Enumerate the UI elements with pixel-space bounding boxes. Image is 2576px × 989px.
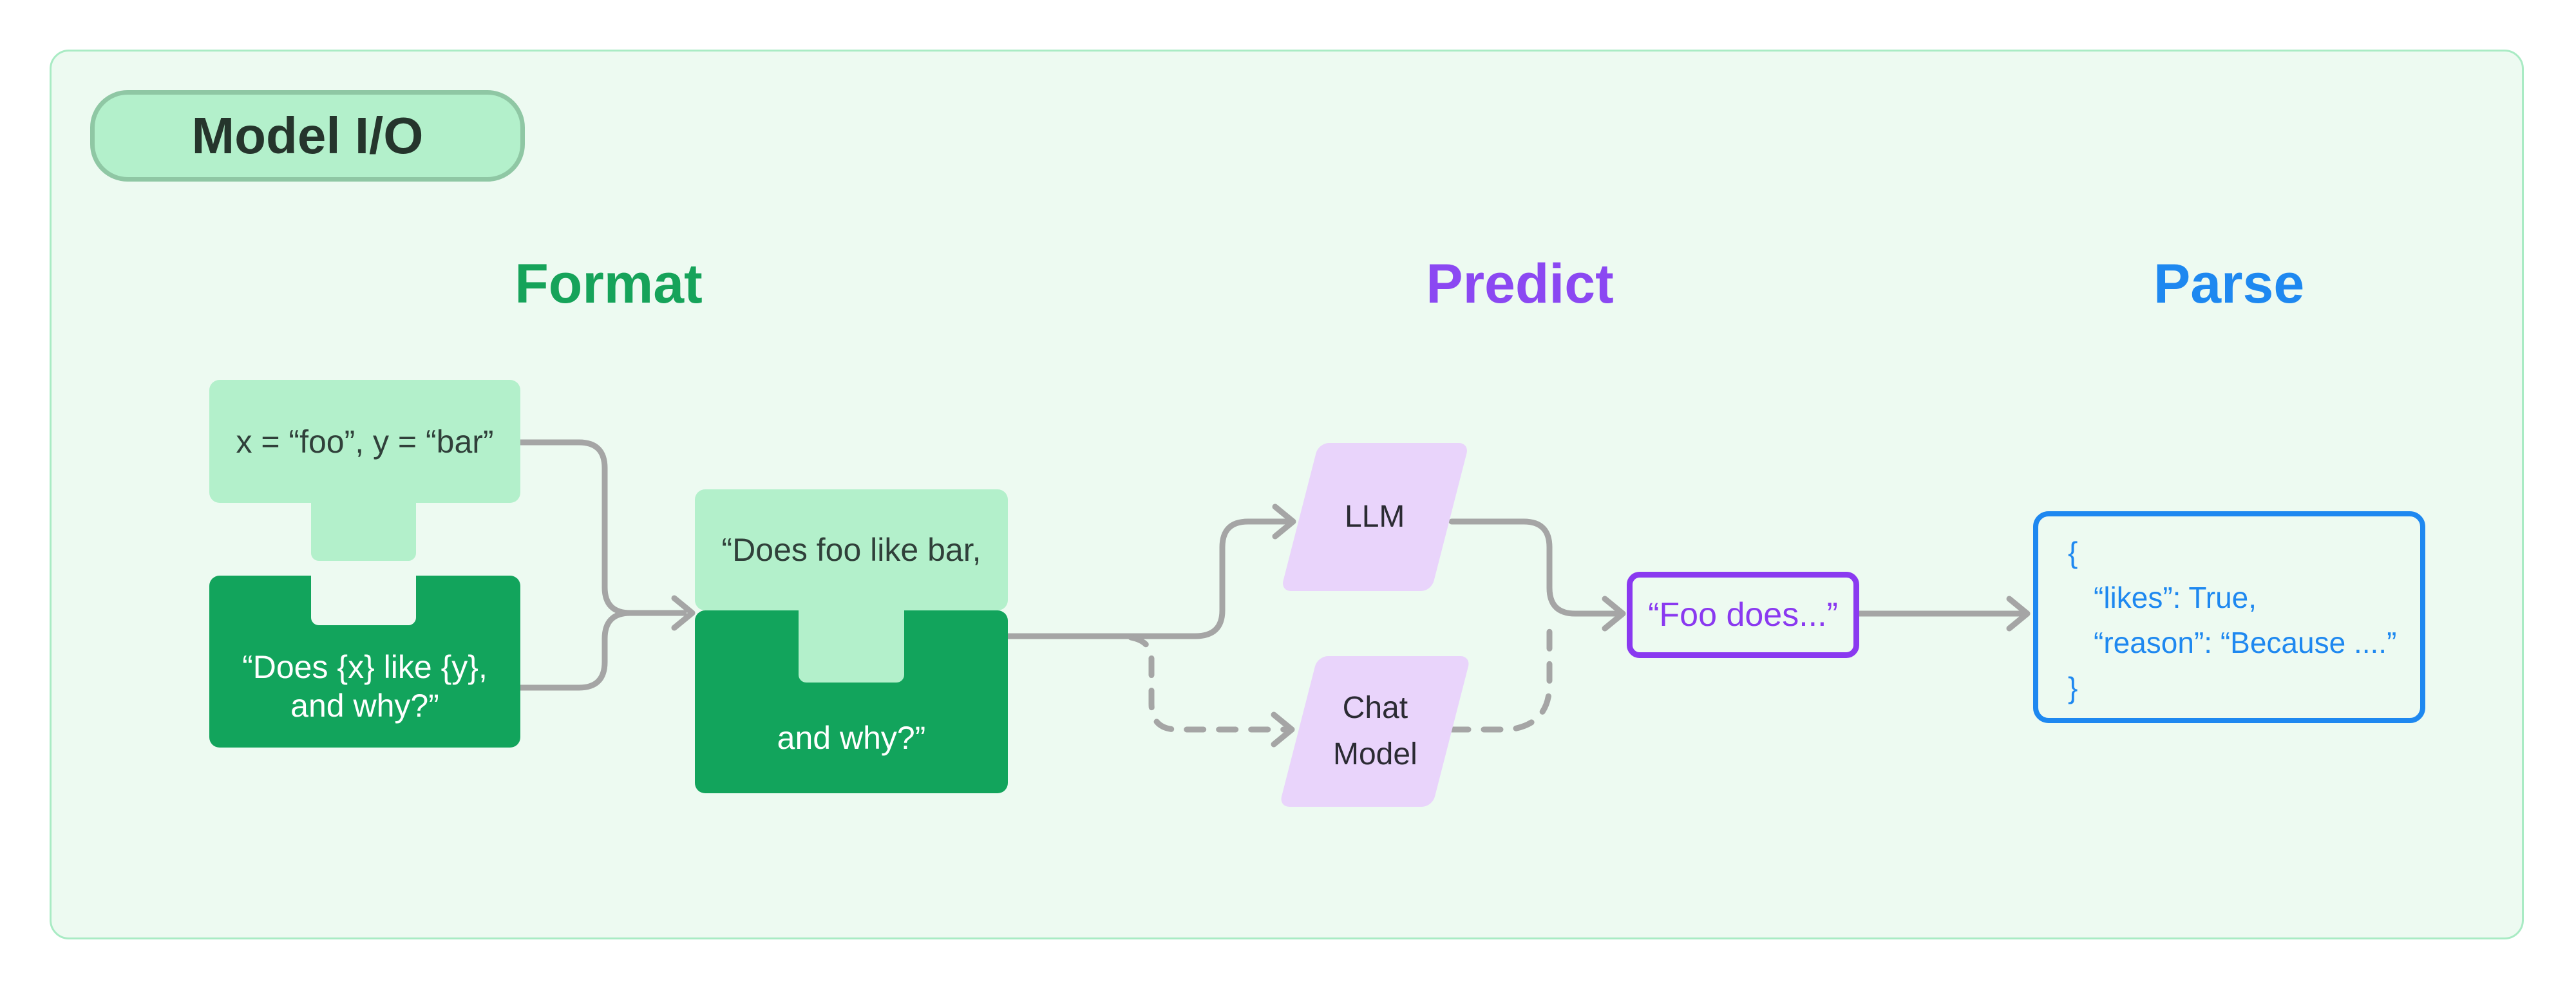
parsed-line-reason: “reason”: “Because ....” <box>2094 626 2397 659</box>
formatted-prompt-tab <box>799 610 904 683</box>
connector-formatted-to-chat-model <box>1128 634 1287 733</box>
arrowhead-into-llm <box>1272 504 1296 540</box>
column-header-predict: Predict <box>1426 253 1614 315</box>
arrowhead-into-parsed <box>2006 596 2031 632</box>
connector-formatted-to-llm <box>1005 518 1290 639</box>
parsed-line-likes: “likes”: True, <box>2094 581 2257 614</box>
parsed-output-box: { “likes”: True, “reason”: “Because ....… <box>2033 511 2425 723</box>
connector-chat-model-to-completion <box>1448 620 1553 733</box>
model-io-badge-label: Model I/O <box>191 107 424 164</box>
chat-model-label: Chat Model <box>1332 691 1417 771</box>
model-io-badge: Model I/O <box>90 90 525 182</box>
completion-text: “Foo does...” <box>1648 596 1838 634</box>
formatted-prompt-light-block <box>695 489 1008 610</box>
parsed-line-close-brace: } <box>2068 671 2078 704</box>
arrowhead-into-completion <box>1602 596 1626 632</box>
arrowhead-into-chat-model <box>1271 711 1295 748</box>
llm-node-label: LLM <box>1345 500 1405 534</box>
column-header-parse: Parse <box>2153 253 2305 315</box>
connector-input-values-to-formatted <box>517 439 687 616</box>
prompt-template-notch <box>311 574 416 625</box>
arrowhead-into-formatted <box>671 595 696 631</box>
prompt-template-text: “Does {x} like {y}, and why?” <box>242 649 488 724</box>
connector-template-to-formatted <box>517 610 634 691</box>
completion-box: “Foo does...” <box>1627 572 1859 658</box>
parsed-line-open-brace: { <box>2068 536 2078 569</box>
column-header-format: Format <box>515 253 703 315</box>
formatted-prompt-top-text: “Does foo like bar, <box>721 532 981 568</box>
input-values-tab <box>311 503 416 561</box>
connector-llm-to-completion <box>1448 518 1621 617</box>
input-values-text: x = “foo”, y = “bar” <box>236 423 494 460</box>
input-values-block <box>209 380 520 503</box>
formatted-prompt-bottom-text: and why?” <box>777 720 926 756</box>
